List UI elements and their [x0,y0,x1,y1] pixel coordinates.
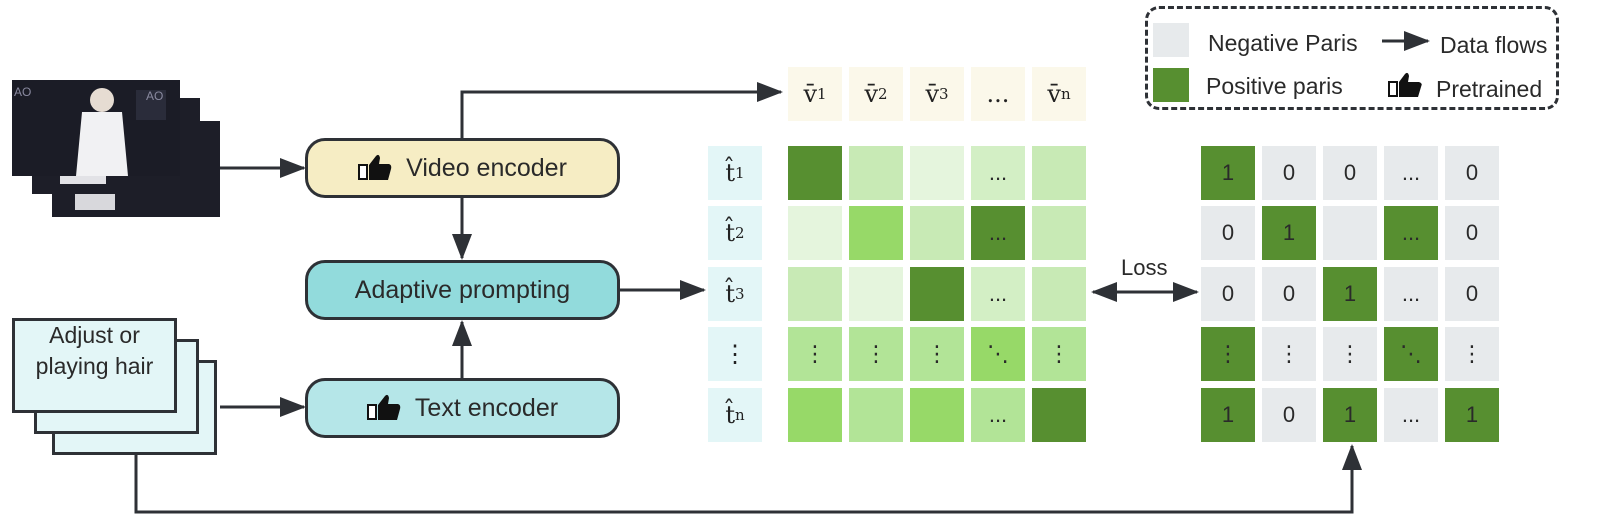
text-token-3: t̂3 [708,267,762,321]
text-to-target-arrow [134,444,1362,514]
thumbs-up-icon [358,154,392,180]
similarity-cell-2-1 [849,267,903,321]
video-token-5: v̄n [1032,67,1086,121]
similarity-cell-1-0 [788,206,842,260]
video-token-1: v̄1 [788,67,842,121]
target-cell-4-2: 1 [1323,388,1377,442]
target-cell-3-1: ⋮ [1262,327,1316,381]
target-cell-3-0: ⋮ [1201,327,1255,381]
similarity-cell-0-1 [849,146,903,200]
similarity-cell-4-2 [910,388,964,442]
similarity-cell-3-1: ⋮ [849,327,903,381]
video-encoder-box: Video encoder [305,138,620,198]
video-token-3: v̄3 [910,67,964,121]
target-cell-0-3: ... [1384,146,1438,200]
video-encoder-label: Video encoder [406,153,567,182]
similarity-cell-4-4 [1032,388,1086,442]
similarity-cell-2-2 [910,267,964,321]
video-frames-image: AO AO [12,80,220,217]
adaptive-prompting-label: Adaptive prompting [354,275,571,304]
text-token-1: t̂1 [708,146,762,200]
target-cell-2-4: 0 [1445,267,1499,321]
target-cell-0-4: 0 [1445,146,1499,200]
video-token-2: v̄2 [849,67,903,121]
thumbs-up-icon [366,394,401,420]
target-cell-0-1: 0 [1262,146,1316,200]
similarity-cell-2-0 [788,267,842,321]
similarity-cell-0-3: ... [971,146,1025,200]
similarity-cell-3-4: ⋮ [1032,327,1086,381]
text-token-5: t̂n [708,388,762,442]
text-token-4: ⋮ [708,327,762,381]
loss-label: Loss [1121,255,1168,280]
text-input-label: Adjust or playing hair [35,322,154,379]
similarity-cell-4-0 [788,388,842,442]
similarity-cell-1-4 [1032,206,1086,260]
svg-text:AO: AO [146,89,163,103]
similarity-cell-1-3: ... [971,206,1025,260]
similarity-cell-2-3: ... [971,267,1025,321]
target-cell-2-2: 1 [1323,267,1377,321]
similarity-cell-1-1 [849,206,903,260]
target-cell-1-2 [1323,206,1377,260]
target-cell-1-1: 1 [1262,206,1316,260]
target-cell-2-0: 0 [1201,267,1255,321]
text-encoder-box: Text encoder [305,378,620,438]
similarity-cell-0-4 [1032,146,1086,200]
video-token-4: ... [971,67,1025,121]
target-cell-4-4: 1 [1445,388,1499,442]
target-cell-4-1: 0 [1262,388,1316,442]
legend-positive-label: Positive paris [1206,73,1343,99]
text-encoder-label: Text encoder [414,393,559,422]
similarity-cell-0-0 [788,146,842,200]
text-token-2: t̂2 [708,206,762,260]
target-cell-2-3: ... [1384,267,1438,321]
target-cell-3-2: ⋮ [1323,327,1377,381]
target-cell-3-4: ⋮ [1445,327,1499,381]
similarity-cell-3-2: ⋮ [910,327,964,381]
legend [1145,6,1559,110]
target-cell-2-1: 0 [1262,267,1316,321]
similarity-cell-3-0: ⋮ [788,327,842,381]
similarity-cell-1-2 [910,206,964,260]
target-cell-0-0: 1 [1201,146,1255,200]
svg-text:AO: AO [14,85,31,99]
legend-dataflow-label: Data flows [1440,32,1548,58]
similarity-cell-3-3: ⋱ [971,327,1025,381]
target-cell-1-0: 0 [1201,206,1255,260]
legend-thumbs-up-icon [1388,72,1422,97]
target-cell-3-3: ⋱ [1384,327,1438,381]
adaptive-prompting-box: Adaptive prompting [305,260,620,320]
legend-positive-swatch [1153,68,1189,102]
target-cell-0-2: 0 [1323,146,1377,200]
similarity-cell-2-4 [1032,267,1086,321]
similarity-cell-4-1 [849,388,903,442]
target-cell-1-4: 0 [1445,206,1499,260]
legend-negative-swatch [1153,23,1189,57]
target-cell-4-0: 1 [1201,388,1255,442]
legend-pretrained-label: Pretrained [1436,76,1543,102]
legend-negative-label: Negative Paris [1208,30,1358,56]
video-to-tokens-arrow [460,82,783,138]
target-cell-4-3: ... [1384,388,1438,442]
text-card-front [12,318,177,413]
similarity-cell-4-3: ... [971,388,1025,442]
target-cell-1-3: ... [1384,206,1438,260]
similarity-cell-0-2 [910,146,964,200]
